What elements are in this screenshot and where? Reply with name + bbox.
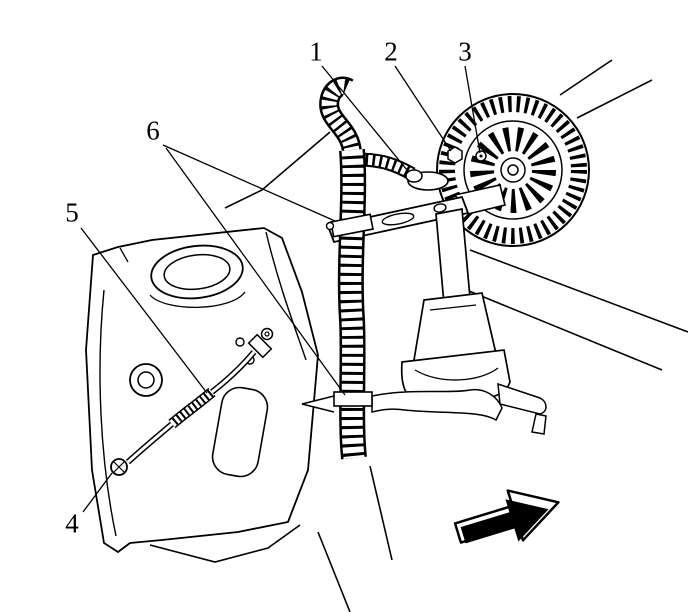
leader-6a <box>162 144 336 222</box>
cable-assembly <box>110 327 274 476</box>
callout-3: 3 <box>458 36 472 67</box>
grommet <box>110 458 128 476</box>
leader-6b <box>165 147 346 396</box>
cable-connector <box>247 333 273 359</box>
leader-2 <box>394 65 452 152</box>
generator-fins <box>439 96 587 244</box>
callout-5: 5 <box>65 197 79 228</box>
lower-clamp <box>333 391 373 407</box>
callout-6: 6 <box>146 115 160 146</box>
callout-4: 4 <box>65 508 79 539</box>
body-background-lines <box>149 59 688 612</box>
bracket-nut <box>447 146 463 164</box>
callout-2: 2 <box>384 36 398 67</box>
tank-recess <box>211 386 269 478</box>
direction-arrow-icon <box>453 489 560 544</box>
side-port <box>129 363 163 397</box>
reservoir-tank <box>85 227 319 554</box>
leader-lines <box>80 65 481 513</box>
callout-1: 1 <box>309 36 323 67</box>
leader-5 <box>80 227 208 394</box>
harness-clamps <box>301 213 503 422</box>
generator-fan <box>470 127 556 213</box>
leader-1 <box>321 65 408 171</box>
leader-4 <box>82 472 113 513</box>
filler-ring <box>150 244 244 300</box>
leader-3 <box>464 65 481 154</box>
wiring-harness <box>319 76 423 460</box>
